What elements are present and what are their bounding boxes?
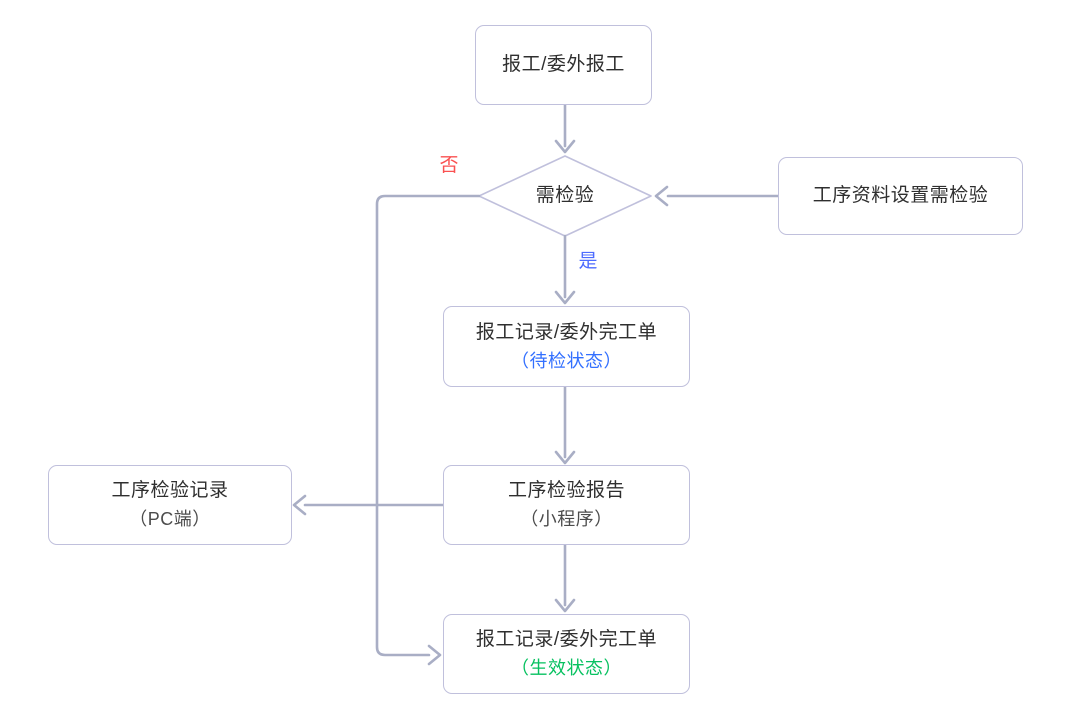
node-effective-record-status: （生效状态）	[511, 658, 622, 678]
node-inspection-record-title: 工序检验记录	[111, 480, 229, 501]
node-inspection-report-title: 工序检验报告	[507, 480, 625, 501]
node-pending-record-title: 报工记录/委外完工单	[475, 321, 658, 343]
node-inspection-report: 工序检验报告 （小程序）	[443, 465, 690, 545]
node-report-work-label: 报工/委外报工	[502, 54, 625, 75]
node-process-setting: 工序资料设置需检验	[778, 157, 1023, 235]
edge-label-yes: 是	[578, 251, 598, 272]
node-inspection-report-subtitle: （小程序）	[520, 509, 613, 529]
arrowhead-down-decision	[554, 139, 576, 154]
arrowhead-right-effective	[427, 644, 442, 666]
edge-label-no: 否	[439, 155, 459, 176]
node-effective-record: 报工记录/委外完工单 （生效状态）	[443, 614, 690, 694]
arrowhead-left-decision	[654, 185, 669, 207]
arrowhead-down-effective	[554, 598, 576, 613]
node-inspection-record: 工序检验记录 （PC端）	[48, 465, 292, 545]
arrowhead-down-pending	[554, 290, 576, 305]
node-need-inspection-label: 需检验	[535, 185, 595, 206]
edge-decision-no-branch	[375, 194, 481, 657]
node-effective-record-title: 报工记录/委外完工单	[475, 629, 658, 650]
node-inspection-record-subtitle: （PC端）	[129, 509, 211, 529]
arrowhead-left-record	[292, 494, 307, 516]
node-process-setting-label: 工序资料设置需检验	[812, 185, 989, 206]
node-pending-record: 报工记录/委外完工单 （待检状态）	[443, 306, 690, 387]
node-pending-record-status: （待检状态）	[511, 350, 622, 371]
node-report-work: 报工/委外报工	[475, 25, 652, 105]
arrowhead-down-report	[554, 450, 576, 465]
